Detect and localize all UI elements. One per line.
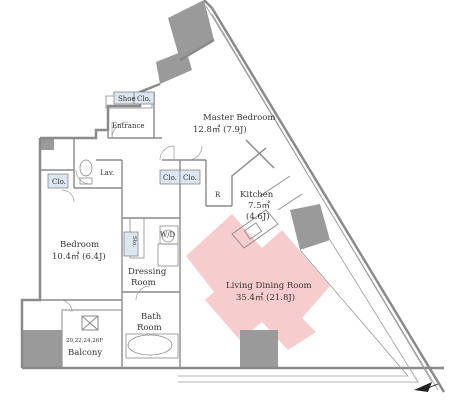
bedroom-area: 10.4㎡ (6.4J) xyxy=(52,251,106,262)
living-dining-name: Living Dining Room xyxy=(226,281,312,291)
living-dining-area: 35.4㎡ (21.8J) xyxy=(236,292,295,303)
bedroom-name: Bedroom xyxy=(60,240,99,250)
balcony-area xyxy=(61,309,123,369)
kitchen-counter xyxy=(231,175,303,249)
north-arrow-icon xyxy=(414,382,439,392)
bath-room-line1: Bath xyxy=(141,312,162,322)
dressing-room-line2: Room xyxy=(131,278,156,288)
hall-closet-a-label: Clo. xyxy=(163,174,177,182)
storage-label: Sto. xyxy=(131,236,137,247)
refrigerator-label: R xyxy=(215,191,221,199)
balcony-floors-label: 20,22,24,26F xyxy=(66,338,103,344)
hall-closet-b-label: Clo. xyxy=(183,174,197,182)
living-dining-highlight xyxy=(186,214,330,350)
washer-dryer-label: W/D xyxy=(160,231,176,239)
closet-boxes xyxy=(47,91,201,257)
bedroom-closet-label: Clo. xyxy=(52,178,66,186)
kitchen-area: 7.5㎡ xyxy=(248,201,271,211)
kitchen-tatami: (4.6J) xyxy=(246,211,270,222)
structural-columns xyxy=(22,0,330,368)
exterior-walls xyxy=(20,0,446,393)
shoe-closet-shoe-label: Shoe xyxy=(118,95,136,103)
shoe-closet-clo-label: Clo. xyxy=(137,95,151,103)
master-bedroom-area: 12.8㎡ (7.9J) xyxy=(193,124,247,135)
balcony-name: Balcony xyxy=(68,348,102,358)
kitchen-name: Kitchen xyxy=(240,190,274,200)
bath-room-line2: Room xyxy=(137,323,162,333)
lavatory-label: Lav. xyxy=(100,169,114,177)
entrance-label: Entrance xyxy=(112,122,145,130)
interior-walls xyxy=(40,92,275,368)
window-lines xyxy=(178,5,439,391)
master-bedroom-name: Master Bedroom xyxy=(203,113,275,123)
dressing-room-line1: Dressing xyxy=(128,267,167,277)
